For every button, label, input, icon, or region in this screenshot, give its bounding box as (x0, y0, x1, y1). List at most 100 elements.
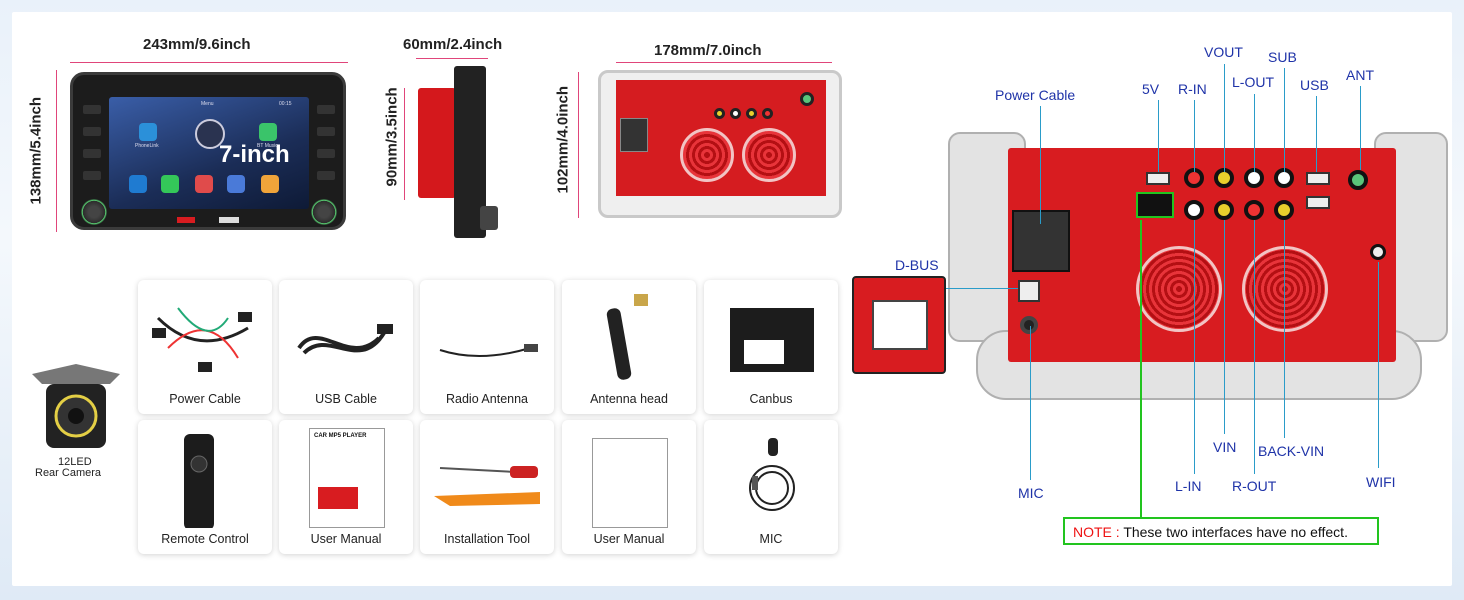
accessory-label: Canbus (749, 392, 793, 406)
accessory-label: MIC (759, 532, 783, 546)
right-button-4 (317, 171, 335, 180)
lead-ant (1360, 86, 1361, 170)
manual-title: CAR MP5 PLAYER (314, 433, 367, 439)
rca-small-1 (714, 108, 725, 119)
rca-small-2 (730, 108, 741, 119)
accessory-canbus: Canbus (704, 280, 838, 414)
right-button-3 (317, 149, 335, 158)
right-button-1 (317, 105, 335, 114)
left-button-2 (83, 127, 101, 136)
radio-antenna-icon (420, 288, 554, 384)
accessory-usb-cable: USB Cable (279, 280, 413, 414)
back-height-line (578, 72, 579, 218)
left-button-1 (83, 105, 101, 114)
iso-connector (1012, 210, 1070, 272)
accessory-radio-antenna: Radio Antenna (420, 280, 554, 414)
label-power-cable: Power Cable (995, 87, 1076, 103)
lead-wifi (1378, 262, 1379, 468)
label-l-in: L-IN (1175, 478, 1202, 494)
accessory-label: Installation Tool (444, 532, 530, 546)
status-time: 00:15 (279, 101, 292, 107)
back-height-label: 102mm/4.0inch (554, 85, 572, 194)
usb-icon (227, 175, 245, 193)
label-wifi: WIFI (1366, 474, 1396, 490)
label-vout: VOUT (1204, 44, 1243, 60)
wiring-manual-icon (562, 428, 696, 528)
rear-camera-icon (32, 364, 120, 448)
usb-cable-icon (279, 288, 413, 384)
app-label-phonelink: PhoneLink (135, 143, 159, 149)
manual-icon: CAR MP5 PLAYER (279, 428, 413, 528)
apps-icon (195, 175, 213, 193)
front-height-label: 138mm/5.4inch (27, 96, 45, 205)
radio-icon (129, 175, 147, 193)
tune-knob-icon (311, 199, 337, 225)
label-5v: 5V (1142, 81, 1160, 97)
lead-5v (1158, 100, 1159, 172)
fan-left (680, 128, 734, 182)
phonelink-icon (139, 123, 157, 141)
iso-connector-small (620, 118, 648, 152)
accessory-label: USB Cable (315, 392, 377, 406)
lead-back-vin (1284, 220, 1285, 438)
fan-big-left (1136, 246, 1222, 332)
lead-r-in (1194, 100, 1195, 172)
rca-small-4 (762, 108, 773, 119)
accessory-installation-tool: Installation Tool (420, 420, 554, 554)
lead-usb (1316, 96, 1317, 172)
rca-back-vin (1274, 200, 1294, 220)
lead-vout (1224, 64, 1225, 172)
mic-icon (704, 428, 838, 524)
label-usb: USB (1300, 77, 1329, 93)
accessory-label: Radio Antenna (445, 392, 528, 406)
rear-camera (30, 362, 122, 458)
power-cable-icon (138, 288, 272, 384)
inactive-interface-box (1136, 192, 1174, 218)
volume-knob-icon (81, 199, 107, 225)
accessory-user-manual-1: CAR MP5 PLAYER User Manual (279, 420, 413, 554)
canbus-icon (704, 288, 838, 384)
label-back-vin: BACK-VIN (1258, 443, 1325, 459)
status-menu: Menu (201, 101, 214, 107)
front-width-line (70, 62, 348, 63)
d-bus-port (1018, 280, 1040, 302)
note-box: NOTE : These two interfaces have no effe… (1063, 517, 1379, 545)
usb-slot (219, 217, 239, 223)
side-height-line (404, 88, 405, 200)
accessory-antenna-head: Antenna head (562, 280, 696, 414)
rca-vin (1214, 200, 1234, 220)
antenna-head-icon (562, 288, 696, 384)
left-button-4 (83, 171, 101, 180)
camera-label-2: Rear Camera (35, 467, 102, 479)
accessory-label: Power Cable (169, 392, 241, 406)
label-sub: SUB (1268, 49, 1297, 65)
accessory-remote-control: Remote Control (138, 420, 272, 554)
bt-music-icon (259, 123, 277, 141)
mic-port (1020, 316, 1038, 334)
rca-small-3 (746, 108, 757, 119)
side-height-label: 90mm/3.5inch (383, 87, 401, 187)
accessory-label: User Manual (593, 532, 665, 546)
head-unit-screen: PhoneLink BT Music 00:15 Menu (109, 97, 309, 209)
fan-right (742, 128, 796, 182)
note-connector (1140, 220, 1142, 518)
clock-icon (195, 119, 225, 149)
label-r-in: R-IN (1178, 81, 1207, 97)
d-bus-lead (946, 288, 1018, 289)
lead-sub (1284, 68, 1285, 172)
lead-mic (1030, 326, 1031, 480)
setup-icon (261, 175, 279, 193)
accessory-user-manual-2: User Manual (562, 420, 696, 554)
side-depth-label: 60mm/2.4inch (403, 36, 503, 53)
side-depth-line (416, 58, 488, 59)
label-l-out: L-OUT (1232, 74, 1274, 90)
accessory-power-cable: Power Cable (138, 280, 272, 414)
fan-big-right (1242, 246, 1328, 332)
side-view-chassis (418, 88, 456, 198)
usb-port-5v (1146, 172, 1170, 185)
back-chassis (1008, 148, 1396, 362)
accessory-mic: MIC (704, 420, 838, 554)
screen-size-label: 7-inch (219, 141, 290, 168)
left-button-3 (83, 149, 101, 158)
accessory-label: Remote Control (161, 532, 249, 546)
